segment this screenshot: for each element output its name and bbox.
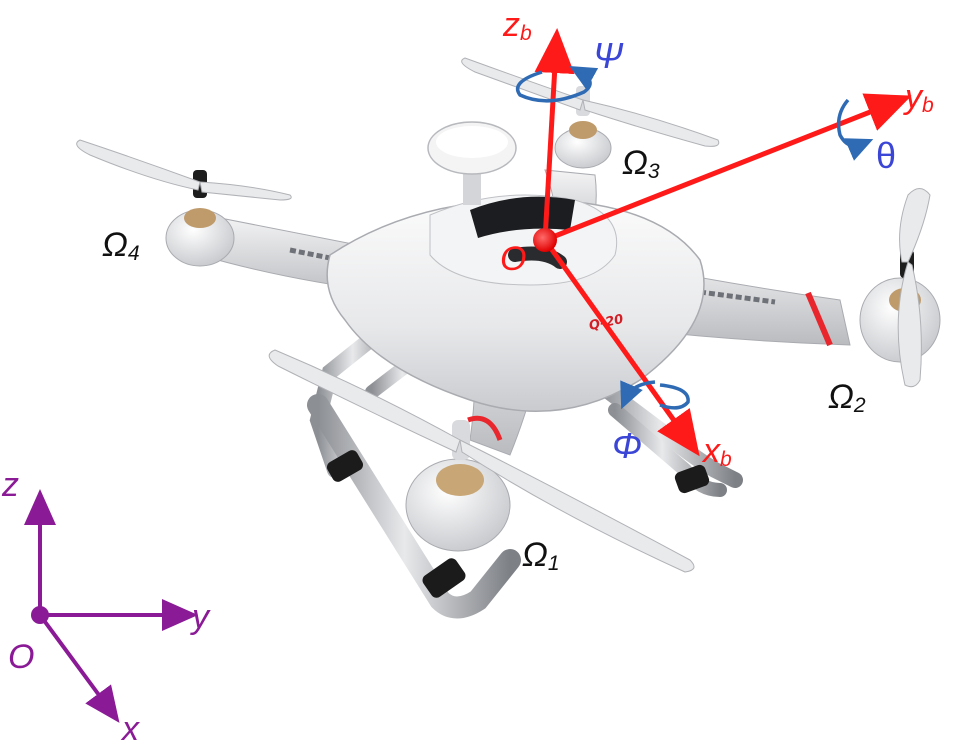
body-z-axis-label: zb bbox=[503, 6, 532, 45]
body-x-axis-label: xb bbox=[703, 432, 732, 471]
roll-angle-label: Φ bbox=[612, 425, 643, 466]
rotor-4-label: Ω4 bbox=[102, 226, 140, 265]
body-origin-label: O bbox=[500, 240, 527, 278]
roll-rotation-arrow bbox=[620, 380, 656, 410]
pitch-angle-label: θ bbox=[876, 135, 897, 176]
inertial-x-axis-arrow bbox=[38, 613, 120, 723]
yaw-rotation-arrow bbox=[515, 66, 599, 103]
euler-rotation-arrows bbox=[515, 66, 874, 410]
propellers bbox=[76, 57, 931, 573]
inertial-frame-axes bbox=[24, 489, 198, 723]
body-z-axis-arrow bbox=[534, 28, 575, 241]
roll-rotation-arc bbox=[659, 383, 690, 410]
body-origin-dot bbox=[533, 228, 557, 252]
inertial-origin-dot bbox=[31, 606, 49, 624]
quadcopter-drone: Q-20 bbox=[76, 57, 941, 619]
rotor-3-label: Ω3 bbox=[622, 144, 660, 183]
motor-1 bbox=[405, 420, 511, 552]
inertial-origin-label: O bbox=[8, 638, 35, 676]
body-y-axis-arrow bbox=[544, 93, 912, 243]
body-y-axis-label: yb bbox=[905, 78, 934, 117]
pitch-rotation-arrow bbox=[836, 98, 874, 161]
yaw-angle-label: Ψ bbox=[593, 35, 623, 76]
inertial-z-axis-label: z bbox=[2, 466, 19, 504]
gps-module bbox=[427, 121, 517, 205]
rotor-1-label: Ω1 bbox=[522, 536, 560, 575]
motor-4 bbox=[165, 170, 235, 267]
motor-pods bbox=[165, 86, 941, 552]
inertial-y-axis-label: y bbox=[192, 598, 209, 636]
rotor-2-label: Ω2 bbox=[828, 378, 866, 417]
inertial-x-axis-label: x bbox=[122, 710, 139, 748]
